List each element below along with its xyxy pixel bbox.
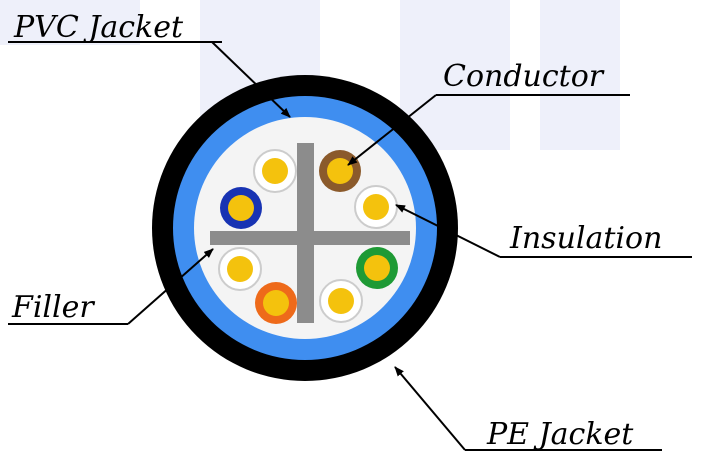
background-block xyxy=(0,0,140,45)
pvc-jacket-leader-arrow xyxy=(211,41,291,118)
conductor-pair-3 xyxy=(220,187,262,229)
conductor-pair-8 xyxy=(319,279,363,323)
conductor-core xyxy=(364,255,390,281)
conductor-pair-2 xyxy=(319,150,361,192)
conductor-pair-4 xyxy=(354,185,398,229)
pvc-jacket-label: PVC Jacket xyxy=(13,10,184,45)
conductor-pair-6 xyxy=(356,247,398,289)
background-watermark xyxy=(0,0,620,150)
cross-filler xyxy=(210,143,410,323)
conductor-pair-1 xyxy=(253,149,297,193)
conductor-core xyxy=(227,256,253,282)
background-block xyxy=(540,0,620,150)
conductor-core xyxy=(363,194,389,220)
label-conductor: Conductor xyxy=(347,59,630,166)
label-pe-jacket: PE Jacket xyxy=(394,366,662,452)
filler-leader-arrow xyxy=(127,248,214,325)
background-block xyxy=(400,0,510,150)
conductor-core xyxy=(327,158,353,184)
insulation-leader-arrow xyxy=(395,204,501,258)
label-insulation: Insulation xyxy=(395,204,692,258)
conductor-pair-7 xyxy=(255,282,297,324)
filler-horizontal-bar xyxy=(210,231,410,245)
conductor-leader-arrow xyxy=(347,94,437,166)
pe-jacket-label: PE Jacket xyxy=(486,417,634,452)
conductor-core xyxy=(328,288,354,314)
insulation-label: Insulation xyxy=(509,221,662,256)
conductor-core xyxy=(228,195,254,221)
label-pvc-jacket: PVC Jacket xyxy=(8,10,291,118)
pe-jacket-leader-arrow xyxy=(394,366,466,451)
conductor-core xyxy=(262,158,288,184)
label-filler: Filler xyxy=(8,248,214,325)
filler-label: Filler xyxy=(11,290,95,325)
conductor-pair-5 xyxy=(218,247,262,291)
conductor-core xyxy=(263,290,289,316)
conductor-label: Conductor xyxy=(443,59,605,94)
